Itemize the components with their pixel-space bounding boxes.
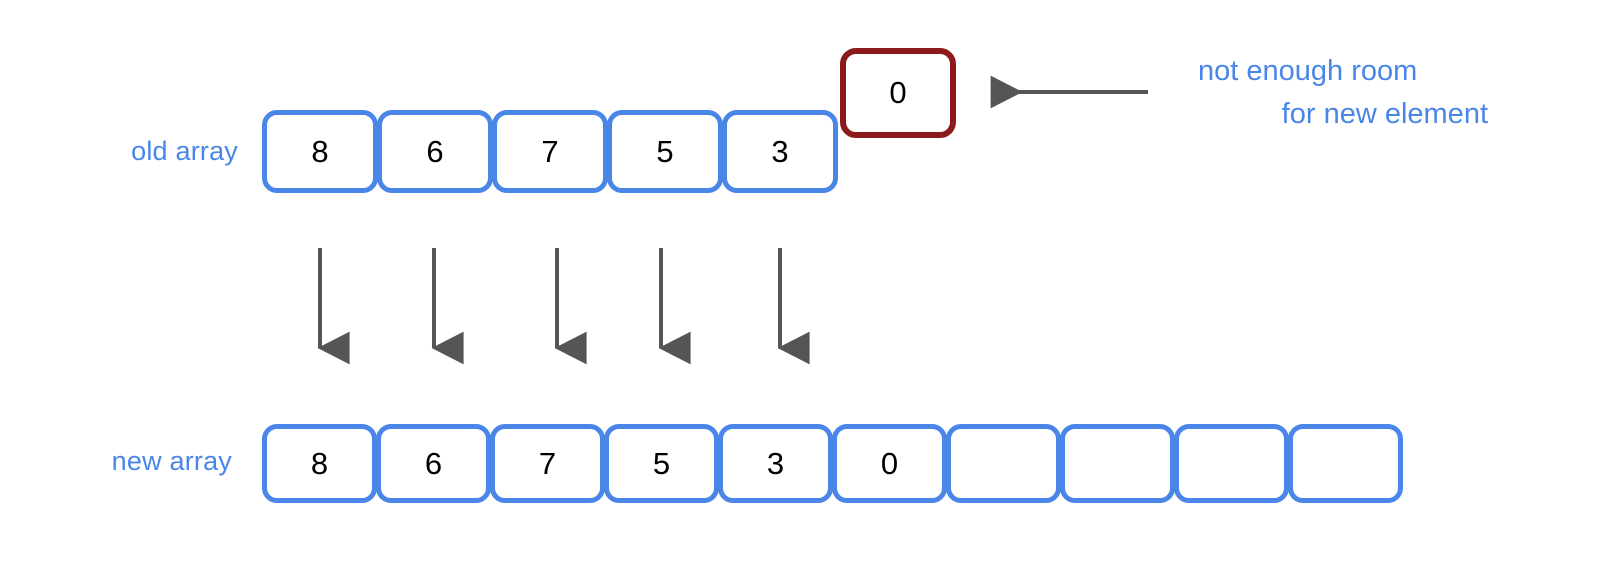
old-array-row: 8 6 7 5 3 (262, 110, 838, 193)
old-array-cell-1: 6 (377, 110, 493, 193)
old-array-cell-0: 8 (262, 110, 378, 193)
new-array-row: 8 6 7 5 3 0 (262, 424, 1403, 503)
new-array-label: new array (111, 446, 232, 476)
new-array-cell-3: 5 (604, 424, 719, 503)
new-array-cell-8 (1174, 424, 1289, 503)
new-array-cell-4: 3 (718, 424, 833, 503)
old-array-cell-2: 7 (492, 110, 608, 193)
new-array-cell-9 (1288, 424, 1403, 503)
annotation-line-1: not enough room (1198, 55, 1418, 87)
old-array-label: old array (131, 136, 238, 166)
overflow-cell: 0 (840, 48, 956, 138)
copy-arrows-group (317, 248, 810, 365)
annotation-note: not enough room for new element (1198, 50, 1488, 136)
new-array-cell-5: 0 (832, 424, 947, 503)
old-array-cell-4: 3 (722, 110, 838, 193)
new-array-cell-0: 8 (262, 424, 377, 503)
new-array-cell-7 (1060, 424, 1175, 503)
new-array-cell-1: 6 (376, 424, 491, 503)
annotation-line-2: for new element (1281, 97, 1488, 130)
new-array-cell-6 (946, 424, 1061, 503)
old-array-cell-3: 5 (607, 110, 723, 193)
new-array-cell-2: 7 (490, 424, 605, 503)
